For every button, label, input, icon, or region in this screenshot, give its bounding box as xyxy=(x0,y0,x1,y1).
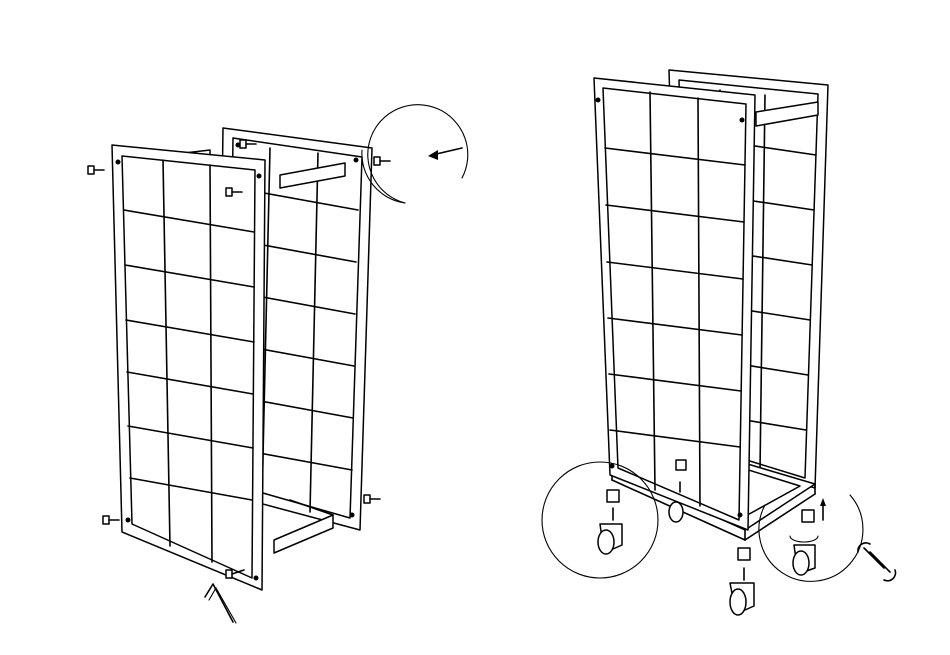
step-2-assembled-view xyxy=(542,70,896,615)
caster-wheel-loose xyxy=(730,548,754,615)
screw-bottom-left xyxy=(103,516,119,524)
rotate-arrow-icon xyxy=(790,536,818,542)
caster-socket-icon xyxy=(802,510,814,522)
caster-socket-icon xyxy=(607,490,619,502)
front-side-frame xyxy=(112,145,265,590)
screw-bottom-right xyxy=(364,495,380,503)
screw-top-left xyxy=(88,166,104,174)
allen-key-icon xyxy=(205,584,236,623)
detail-circle xyxy=(362,105,468,203)
screw-top-right xyxy=(374,157,390,165)
wrench-icon xyxy=(858,543,896,581)
step-1-exploded-view xyxy=(88,105,468,623)
caster-wheel-left xyxy=(598,530,614,554)
caster-wheel-right xyxy=(793,551,809,575)
cross-bar-bottom-front xyxy=(274,515,333,553)
assembled-front-frame xyxy=(594,78,755,530)
